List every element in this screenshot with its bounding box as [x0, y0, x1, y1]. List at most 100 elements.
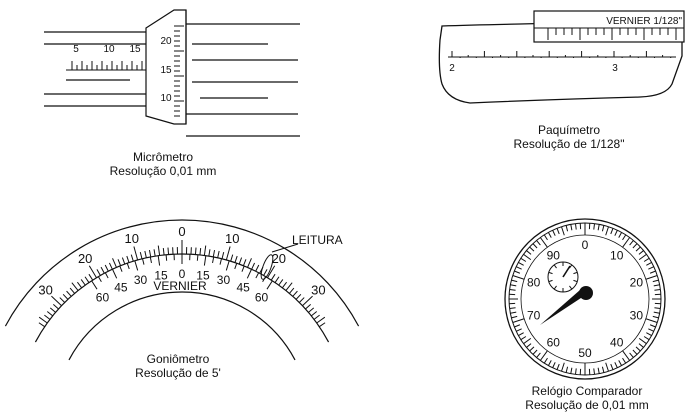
goniometer-degree-tick — [38, 322, 45, 328]
goniometer-degree-tick — [46, 311, 54, 317]
dial-tick — [618, 360, 623, 366]
dial-tick — [645, 318, 658, 323]
goniometer-degree-tick — [133, 246, 139, 261]
goniometer-degree-label: 0 — [178, 224, 185, 239]
dial-label: 70 — [527, 309, 541, 323]
dial-tick — [638, 253, 647, 261]
goniometer-degree-label: 30 — [38, 283, 52, 298]
dial-small-tick — [573, 271, 578, 275]
goniometer-vernier-tick — [119, 265, 123, 272]
dial-tick — [518, 332, 524, 337]
goniometer-degree-tick — [263, 269, 268, 276]
goniometer-degree-tick — [100, 266, 105, 274]
dial-tick — [653, 284, 660, 287]
dial-tick — [539, 350, 548, 361]
goniometer-vernier-label: 30 — [217, 273, 231, 287]
goniometer-degree-tick — [212, 249, 216, 258]
dial-tick — [614, 230, 618, 236]
goniometer-vernier-label: 60 — [96, 291, 110, 305]
goniometer-degree-tick — [88, 273, 94, 281]
dial-tick — [523, 337, 532, 345]
caliper-vernier-label: VERNIER 1/128" — [606, 16, 682, 27]
dial-tick — [635, 246, 641, 252]
goniometer-arc — [68, 291, 296, 361]
dial-tick — [649, 270, 656, 274]
goniometer-degree-tick — [305, 303, 311, 310]
goniometer-vernier-tick — [91, 280, 98, 290]
dial-tick — [570, 224, 573, 231]
goniometer-degree-tick — [298, 297, 305, 303]
dial-label: 0 — [582, 238, 589, 252]
goniometer-vernier-label: 15 — [154, 269, 168, 283]
dial-label: 90 — [547, 248, 561, 262]
dial-tick — [635, 346, 641, 352]
dial-tick — [509, 307, 516, 310]
dial-tick — [618, 232, 623, 238]
dial-tick — [512, 318, 525, 323]
goniometer-degree-tick — [96, 269, 101, 276]
dial-tick — [654, 307, 661, 310]
dial-tick — [622, 237, 631, 248]
goniometer-degree-tick — [285, 282, 293, 291]
dial-tick — [512, 275, 525, 280]
goniometer-degree-tick — [80, 279, 86, 286]
mic-thimble-label: 15 — [160, 65, 172, 76]
dial-tick — [529, 346, 535, 352]
dial-tick — [638, 343, 644, 348]
dial-tick — [547, 232, 552, 238]
caliper-caption: Paquímetro Resolução de 1/128" — [494, 123, 644, 151]
goniometer-vernier-label: 45 — [114, 280, 128, 294]
dial-tick — [561, 362, 565, 372]
dial-tick — [561, 226, 565, 236]
goniometer-vernier-tick — [234, 263, 238, 270]
goniometer-degree-tick — [51, 295, 62, 307]
dial-tick — [514, 324, 521, 328]
goniometer-vernier-tick — [255, 272, 260, 279]
goniometer-caption: Goniômetro Resolução de 5' — [108, 352, 248, 380]
goniometer-degree-tick — [319, 322, 326, 328]
goniometer-degree-tick — [199, 247, 202, 256]
micrometer-caption-resolution: Resolução 0,01 mm — [109, 164, 217, 178]
mic-sleeve-label: 5 — [73, 44, 79, 55]
dial-tick — [511, 315, 518, 319]
dial-tick — [648, 328, 654, 332]
goniometer-degree-label: 30 — [311, 283, 325, 298]
goniometer-degree-tick — [251, 262, 256, 270]
goniometer-degree-tick — [230, 254, 234, 262]
micrometer-caption: Micrômetro Resolução 0,01 mm — [98, 150, 228, 178]
caliper-caption-resolution: Resolução de 1/128" — [513, 137, 625, 151]
dial-tick — [543, 234, 548, 241]
goniometer-vernier-tick — [97, 276, 102, 283]
dial-tick — [532, 349, 538, 355]
goniometer-degree-tick — [242, 259, 247, 266]
dial-tick — [532, 243, 538, 249]
dial-tick — [547, 360, 552, 366]
goniometer-degree-tick — [247, 258, 252, 268]
mic-thimble-label: 10 — [160, 93, 172, 104]
dial-small-tick — [569, 285, 573, 290]
goniometer-vernier-tick — [212, 256, 215, 264]
goniometer-degree-tick — [308, 307, 315, 313]
dial-tick — [511, 279, 518, 283]
goniometer-degree-tick — [162, 247, 165, 256]
goniometer-degree-tick — [274, 276, 280, 283]
goniometer-degree-tick — [221, 251, 225, 260]
dial-tick — [632, 243, 638, 249]
goniometer-degree-label: 10 — [125, 231, 139, 246]
dial-label: 50 — [578, 346, 592, 360]
dial-small-tick — [573, 279, 578, 283]
caliper-main-label: 2 — [449, 63, 455, 74]
dial-tick — [605, 362, 609, 372]
goniometer-vernier-tick — [203, 255, 207, 266]
dial-tick — [536, 240, 541, 246]
dial-tick — [565, 225, 569, 232]
dial-tick — [622, 357, 627, 364]
goniometer-degree-tick — [316, 316, 326, 324]
goniometer-degree-tick — [255, 264, 260, 272]
dial-tick — [520, 336, 527, 341]
dial-tick — [649, 324, 656, 328]
